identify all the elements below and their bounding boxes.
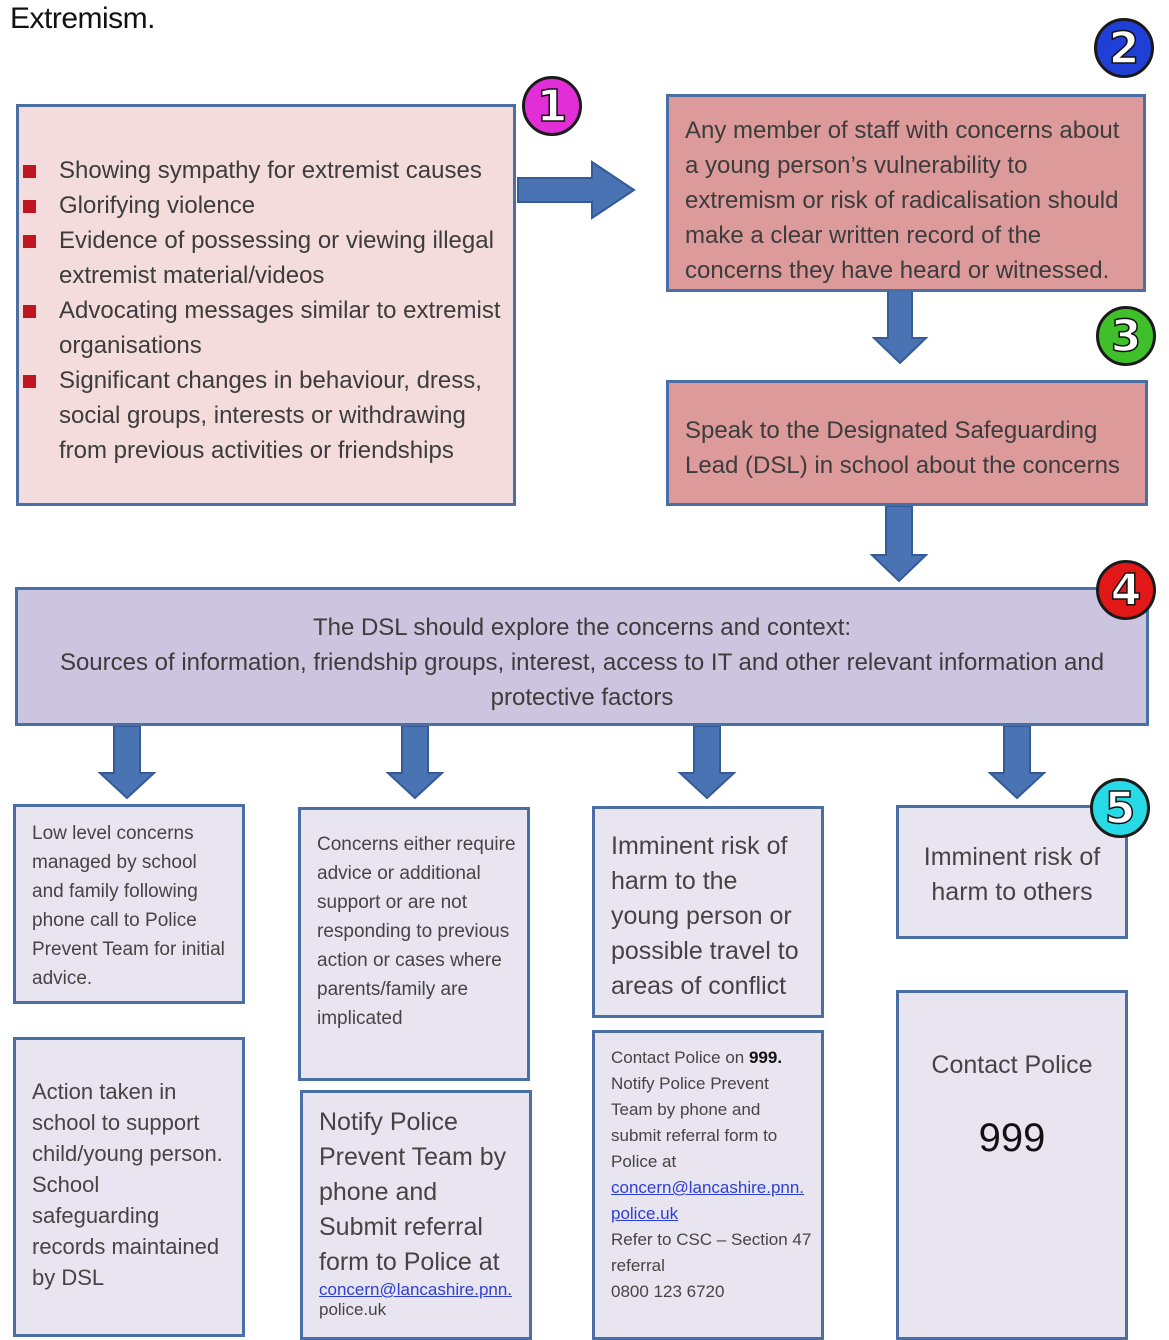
school-action-text: Action taken in school to support child/… xyxy=(32,1079,223,1290)
notify-prevent-text: Notify Police Prevent Team by phone and … xyxy=(319,1108,507,1276)
arrow-3-to-4 xyxy=(869,505,929,583)
indicators-box: Showing sympathy for extremist causes Gl… xyxy=(16,104,516,506)
indicator-item: Evidence of possessing or viewing illega… xyxy=(23,223,503,293)
contact-police-label: Contact Police xyxy=(931,1051,1093,1079)
referral-email-link[interactable]: concern@lancashire.pnn.police.uk xyxy=(611,1178,805,1223)
page-title: Extremism. xyxy=(10,2,156,35)
contact-police-box: Contact Police 999 xyxy=(896,990,1128,1340)
speak-to-dsl-text: Speak to the Designated Safeguarding Lea… xyxy=(685,417,1120,479)
advice-support-text: Concerns either require advice or additi… xyxy=(317,834,516,1029)
prevent-email-link[interactable]: concern@lancashire.pnn. xyxy=(319,1280,513,1299)
speak-to-dsl-box: Speak to the Designated Safeguarding Lea… xyxy=(666,380,1148,506)
csc-phone-number: 0800 123 6720 xyxy=(611,1282,725,1301)
prevent-email-tail: police.uk xyxy=(319,1300,387,1319)
indicator-item: Significant changes in behaviour, dress,… xyxy=(23,363,503,468)
contact-police-refer-box: Contact Police on 999. Notify Police Pre… xyxy=(592,1030,824,1340)
csc-referral-text: Refer to CSC – Section 47 referral xyxy=(611,1230,812,1275)
arrow-4-to-col2 xyxy=(385,725,445,800)
indicator-item: Showing sympathy for extremist causes xyxy=(23,153,503,188)
step-2-badge: 2 xyxy=(1094,18,1154,78)
contact-police-lead: Contact Police on xyxy=(611,1048,749,1067)
record-concerns-box: Any member of staff with concerns about … xyxy=(666,94,1146,292)
indicator-list: Showing sympathy for extremist causes Gl… xyxy=(23,153,503,468)
step-4-badge: 4 xyxy=(1096,560,1156,620)
dsl-explore-detail: Sources of information, friendship group… xyxy=(59,649,1105,711)
contact-police-number: 999. xyxy=(748,1048,783,1067)
notify-prevent-box: Notify Police Prevent Team by phone and … xyxy=(300,1090,532,1340)
low-level-concerns-box: Low level concerns managed by school and… xyxy=(13,804,245,1004)
arrow-1-to-2 xyxy=(517,160,636,220)
arrow-4-to-col1 xyxy=(97,725,157,800)
imminent-risk-others-text: Imminent risk of harm to others xyxy=(923,843,1101,906)
step-1-badge: 1 xyxy=(522,76,582,136)
imminent-risk-others-box: Imminent risk of harm to others xyxy=(896,805,1128,939)
indicator-item: Advocating messages similar to extremist… xyxy=(23,293,503,363)
emergency-number: 999 xyxy=(978,1116,1046,1160)
arrow-4-to-col4 xyxy=(987,725,1047,800)
step-3-badge: 3 xyxy=(1096,306,1156,366)
arrow-2-to-3 xyxy=(871,289,929,365)
imminent-risk-young-text: Imminent risk of harm to the young perso… xyxy=(611,832,799,1000)
record-concerns-text: Any member of staff with concerns about … xyxy=(685,117,1120,284)
school-action-box: Action taken in school to support child/… xyxy=(13,1037,245,1337)
imminent-risk-young-box: Imminent risk of harm to the young perso… xyxy=(592,806,824,1018)
low-level-concerns-text: Low level concerns managed by school and… xyxy=(32,823,225,989)
advice-support-box: Concerns either require advice or additi… xyxy=(298,807,530,1081)
indicator-item: Glorifying violence xyxy=(23,188,503,223)
dsl-explore-heading: The DSL should explore the concerns and … xyxy=(312,614,852,641)
arrow-4-to-col3 xyxy=(677,725,737,800)
dsl-explore-box: The DSL should explore the concerns and … xyxy=(15,587,1149,726)
step-5-badge: 5 xyxy=(1090,778,1150,838)
notify-prevent-text-2: Notify Police Prevent Team by phone and … xyxy=(611,1074,778,1171)
